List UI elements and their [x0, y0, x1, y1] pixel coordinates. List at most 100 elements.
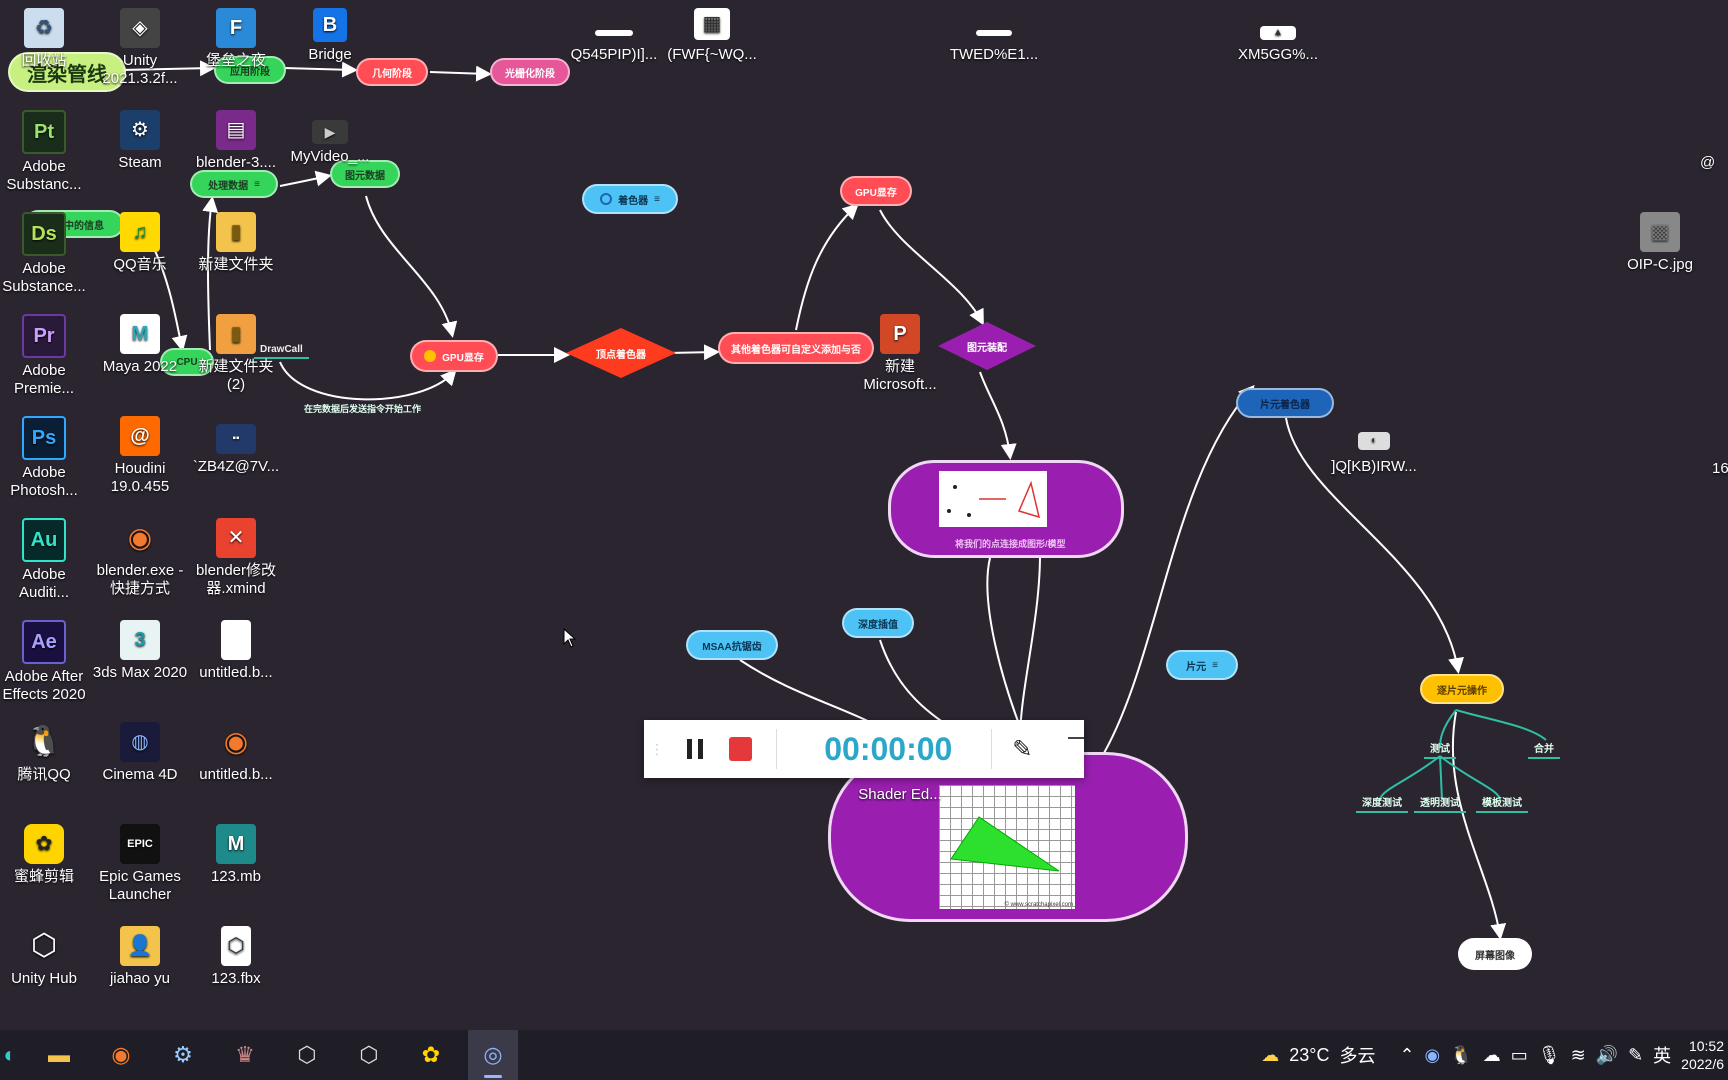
desktop-icon-untitled-2[interactable]: ◉untitled.b... — [188, 722, 284, 784]
unity-hub-icon: ⬡ — [30, 929, 58, 962]
weather-icon[interactable]: ☁ — [1261, 1044, 1280, 1065]
test-label: 测试 — [1424, 740, 1456, 759]
vertex-shader-node: 顶点着色器 — [566, 328, 676, 378]
label: 3ds Max 2020 — [92, 664, 188, 681]
desktop-icon-jiahao-yu[interactable]: 👤jiahao yu — [92, 926, 188, 988]
desktop-icon-qq[interactable]: 🐧腾讯QQ — [0, 722, 92, 784]
chevron-up-icon[interactable]: ⌃ — [1399, 1044, 1415, 1065]
pen-icon[interactable]: ✎ — [1012, 735, 1033, 763]
desktop-icon-new-folder-2[interactable]: ▮新建文件夹 (2) — [188, 314, 284, 394]
weather-desc[interactable]: 多云 — [1339, 1046, 1376, 1066]
label: 蜜蜂剪辑 — [13, 868, 74, 885]
app-tray-icon[interactable]: ◉ — [1424, 1044, 1441, 1065]
file-explorer-taskbar-icon[interactable]: ▬ — [48, 1042, 70, 1067]
bee-cut-taskbar-icon[interactable]: ✿ — [421, 1042, 441, 1067]
clock[interactable]: 10:52 2022/6 — [1681, 1037, 1728, 1073]
weather-temp[interactable]: 23°C — [1289, 1044, 1330, 1065]
desktop-icon-oip[interactable]: ▩OIP-C.jpg — [1612, 212, 1708, 274]
desktop-icon-xmind[interactable]: ✕blender修改器.xmind — [188, 518, 284, 598]
desktop-icon-file-zb4z[interactable]: ▪▪`ZB4Z@7V... — [188, 424, 284, 476]
pause-button[interactable] — [676, 729, 715, 769]
recording-timer: 00:00:00 — [824, 730, 953, 767]
recorder-taskbar-icon[interactable]: ◎ — [468, 1030, 518, 1080]
desktop-icon-file-q545[interactable]: Q545PIP)I]... — [566, 30, 662, 64]
mindmap-canvas: 渲染管线 应用阶段 几何阶段 光栅化阶段 处理数据≡ 图元数据 场景中的信息 C… — [8, 52, 1560, 970]
unity-taskbar-icon[interactable]: ⬡ — [297, 1042, 317, 1067]
desktop-icon-myvideo[interactable]: ▶MyVideo_... — [282, 120, 378, 166]
cloud-icon[interactable]: ☁ — [1482, 1044, 1501, 1065]
label: 新建 Microsoft... — [863, 358, 937, 393]
desktop-icon-unity-hub[interactable]: ⬡Unity Hub — [0, 926, 92, 988]
bee-cut-icon: ✿ — [24, 824, 64, 864]
edge-taskbar-icon[interactable]: ◐ — [3, 1042, 17, 1067]
bridge-icon: B — [313, 8, 347, 42]
assembly-diagram — [939, 471, 1047, 527]
desktop-icon-untitled-1[interactable]: untitled.b... — [188, 620, 284, 682]
process-data-label: 处理数据 — [208, 180, 249, 192]
microphone-icon[interactable]: 🎙 — [1537, 1044, 1561, 1065]
steam-taskbar-icon[interactable]: ⚙ — [173, 1042, 193, 1067]
desktop-icon-houdini[interactable]: @Houdini 19.0.455 — [92, 416, 188, 496]
assembly-image-box: 将我们的点连接成图形/模型 — [888, 460, 1124, 558]
wifi-icon[interactable]: ≋ — [1570, 1044, 1586, 1065]
desktop-icon-file-twed[interactable]: TWED%E1... — [946, 30, 1042, 64]
divider — [991, 729, 993, 769]
fbx-file-icon: ⬡ — [221, 926, 251, 966]
raster-watermark: © www.scratchapixel.com — [1004, 902, 1073, 908]
pen-tray-icon[interactable]: ✎ — [1628, 1044, 1644, 1065]
qq-tray-icon[interactable]: 🐧 — [1450, 1044, 1473, 1065]
taskbar: ◐ ▬ ◉ ⚙ ♛ ⬡ ⬡ ✿ ◎ ☁ 23°C 多云 ⌃ ◉ 🐧 ☁ ▭ 🎙 … — [0, 1030, 1728, 1080]
desktop-icon-new-folder[interactable]: ▮新建文件夹 — [188, 212, 284, 274]
msaa-node: MSAA抗锯齿 — [686, 630, 778, 660]
label: Houdini 19.0.455 — [110, 460, 170, 495]
label: XM5GG%... — [1237, 46, 1319, 63]
stop-button[interactable] — [728, 737, 753, 761]
image-file-icon — [976, 30, 1012, 36]
blender-taskbar-icon[interactable]: ◉ — [111, 1042, 131, 1067]
desktop-icon-123fbx[interactable]: ⬡123.fbx — [188, 926, 284, 988]
notes-icon: ≡ — [1212, 659, 1218, 671]
folder-icon: ▮ — [216, 212, 256, 252]
drawcall-note: 在完数据后发送指令开始工作 — [304, 404, 422, 414]
depth-interp-node: 深度插值 — [842, 608, 914, 638]
desktop-icon-qq-music[interactable]: ♫QQ音乐 — [92, 212, 188, 274]
desktop-icon-file-xm5[interactable]: ▲XM5GG%... — [1230, 26, 1326, 64]
desktop-icon-steam[interactable]: ⚙Steam — [92, 110, 188, 172]
desktop-icon-blender-archive[interactable]: ▤blender-3.... — [188, 110, 284, 172]
drag-handle-icon[interactable]: ⋮ — [650, 740, 664, 757]
desktop-icon-file-qkb[interactable]: ◐]Q[KB)IRW... — [1326, 432, 1422, 476]
label: Shader Ed... — [858, 786, 942, 803]
gpu-memory-node-2: GPU显存 — [840, 176, 912, 206]
desktop-icon-recycle-bin[interactable]: ♻回收站 — [0, 8, 92, 70]
clock-date: 2022/6 — [1681, 1056, 1724, 1072]
primitive-assembly-node: 图元装配 — [938, 322, 1036, 370]
desktop-icon-cinema4d[interactable]: ◍Cinema 4D — [92, 722, 188, 784]
unity-hub-taskbar-icon[interactable]: ⬡ — [359, 1042, 379, 1067]
desktop-icon-blender-shortcut[interactable]: ◉blender.exe - 快捷方式 — [92, 518, 188, 598]
label: untitled.b... — [199, 664, 273, 681]
desktop-icon-file-fwf[interactable]: ▦(FWF{~WQ... — [664, 8, 760, 64]
label: (FWF{~WQ... — [667, 46, 757, 63]
drawcall-label: DrawCall — [254, 344, 309, 359]
desktop-icon-bee-cut[interactable]: ✿ 蜜蜂剪辑 — [0, 824, 92, 886]
game-taskbar-icon[interactable]: ♛ — [235, 1042, 255, 1067]
volume-icon[interactable]: 🔊 — [1595, 1044, 1619, 1065]
desktop-icon-unity[interactable]: ◈Unity 2021.3.2f... — [92, 8, 188, 88]
minimize-button[interactable] — [1068, 737, 1084, 739]
battery-icon[interactable]: ▭ — [1510, 1044, 1528, 1065]
desktop-icon-shader-editor[interactable]: Shader Ed... — [852, 786, 948, 804]
ime-indicator[interactable]: 英 — [1653, 1046, 1672, 1066]
